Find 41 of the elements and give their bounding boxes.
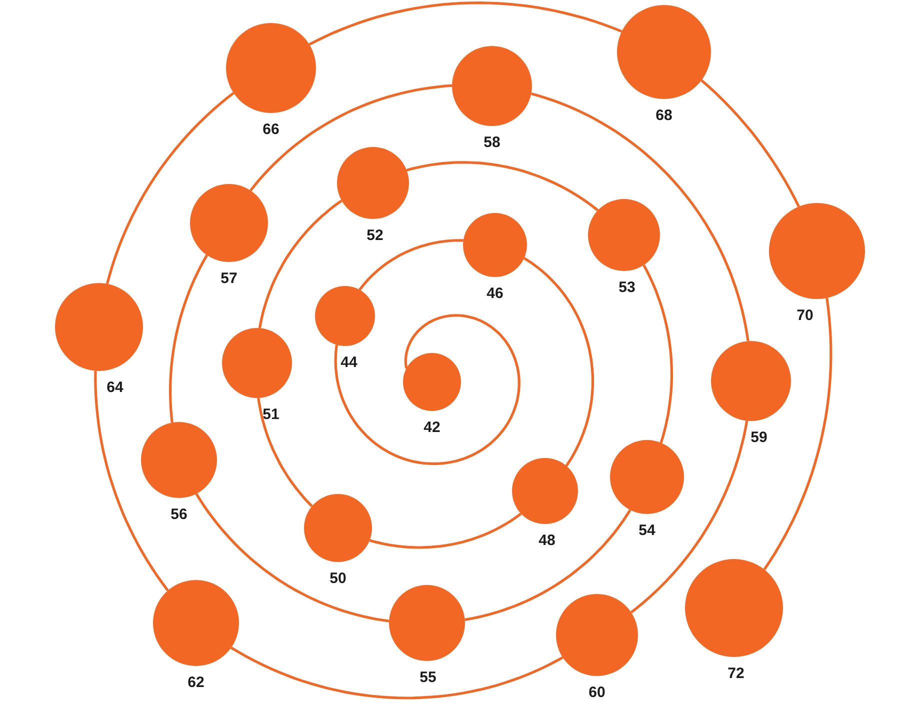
spiral-line — [530, 92, 750, 342]
number-label: 51 — [262, 406, 280, 423]
number-label: 60 — [588, 684, 606, 701]
spiral-line — [257, 398, 313, 508]
spiral-line — [195, 493, 390, 622]
number-label: 46 — [486, 285, 504, 302]
number-label: 68 — [656, 107, 672, 124]
spiral-line — [700, 79, 800, 208]
spiral-line — [334, 314, 520, 465]
number-label: 56 — [170, 506, 188, 523]
spiral-line — [250, 84, 452, 192]
spiral-line — [464, 509, 632, 621]
number-label: 59 — [750, 429, 768, 446]
number-label: 52 — [366, 227, 384, 244]
number-label: 64 — [106, 379, 124, 396]
spiral-line — [308, 2, 622, 46]
number-label: 42 — [424, 419, 440, 436]
number-label: 55 — [420, 669, 436, 686]
spiral-line — [630, 420, 748, 614]
number-label: 70 — [796, 307, 814, 324]
number-label: 54 — [638, 522, 656, 539]
spiral-line — [94, 370, 169, 592]
number-label: 44 — [340, 354, 358, 371]
spiral-line — [230, 646, 564, 700]
number-label: 57 — [220, 270, 238, 287]
spiral-line — [106, 92, 234, 284]
number-label: 58 — [484, 134, 500, 151]
spiral-line — [642, 264, 673, 444]
number-label: 66 — [262, 121, 280, 138]
spiral-line — [369, 512, 522, 549]
spiral-line — [763, 298, 832, 570]
spiral-line — [524, 257, 594, 467]
number-label: 48 — [538, 532, 556, 549]
number-label: 50 — [330, 570, 346, 587]
number-label: 62 — [188, 674, 204, 691]
number-label: 53 — [618, 279, 636, 296]
number-label: 72 — [728, 665, 744, 682]
spiral-line — [258, 200, 342, 328]
spiral-line — [406, 161, 599, 212]
spiral-line — [169, 254, 208, 423]
spiral-line — [358, 239, 464, 291]
